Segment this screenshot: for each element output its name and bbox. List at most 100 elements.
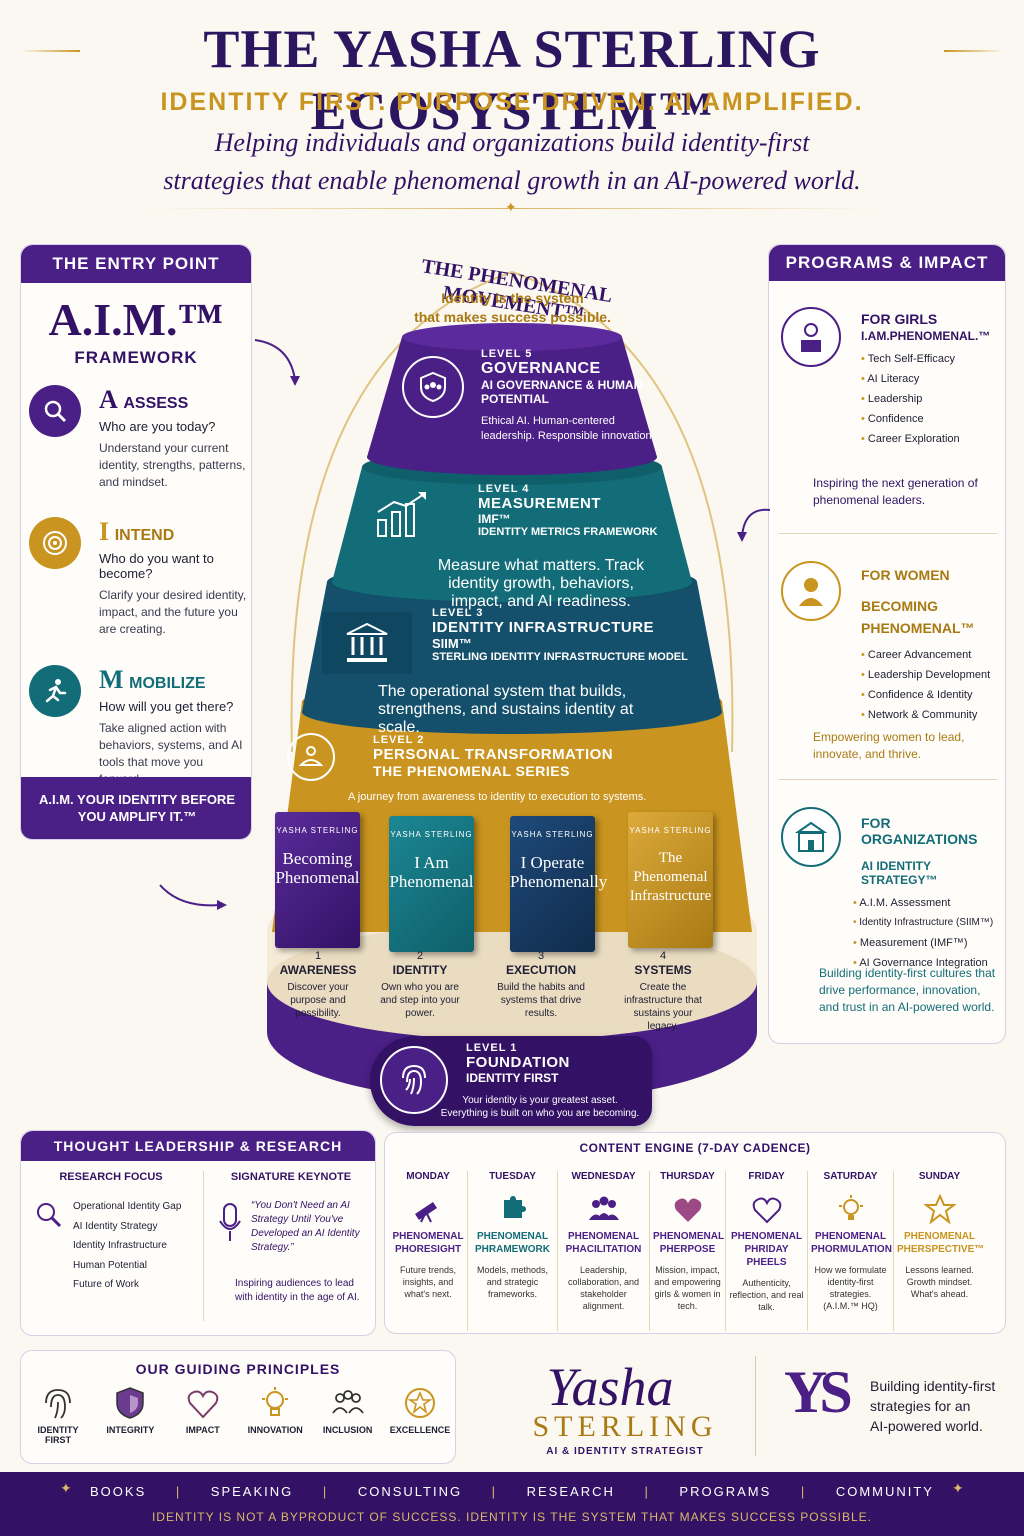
foundation-desc: Your identity is your greatest asset. Ev… <box>430 1094 650 1120</box>
level-desc: Measure what matters. Track identity gro… <box>437 557 645 610</box>
divider <box>203 1171 204 1321</box>
principle-label: IDENTITY FIRST <box>37 1425 79 1445</box>
content-engine-heading: CONTENT ENGINE (7-DAY CADENCE) <box>579 1141 811 1155</box>
level-subtitle-full: STERLING IDENTITY INFRASTRUCTURE MODEL <box>432 651 688 663</box>
step-label: SYSTEMS <box>634 963 692 977</box>
footer-nav: BOOKS|SPEAKING|CONSULTING|RESEARCH|PROGR… <box>90 1484 934 1499</box>
day-name: SUNDAY <box>918 1171 961 1182</box>
program-foot: Empowering women to lead, innovate, and … <box>813 730 965 761</box>
arrow-icon <box>159 884 227 910</box>
divider <box>779 779 997 780</box>
keynote-foot: Inspiring audiences to lead with identit… <box>235 1278 360 1303</box>
level-subtitle: AI GOVERNANCE & HUMAN POTENTIAL <box>481 378 643 406</box>
level-3-infrastructure: LEVEL 3 IDENTITY INFRASTRUCTURE SIIM™ ST… <box>432 607 722 663</box>
nav-separator: | <box>644 1484 650 1499</box>
principle-integrity: INTEGRITY <box>99 1385 161 1445</box>
aim-letter: A <box>99 385 118 414</box>
aim-word: MOBILIZE <box>129 675 206 692</box>
level-number: LEVEL 3 <box>432 607 484 619</box>
program-audience: FOR ORGANIZATIONS <box>861 815 978 847</box>
brand-script: Yasha <box>546 1357 674 1417</box>
aim-letter: M <box>99 665 124 694</box>
star-icon <box>897 1193 982 1228</box>
principles-list: IDENTITY FIRST INTEGRITY IMPACT INNOVATI… <box>27 1385 451 1445</box>
level-number: LEVEL 2 <box>373 734 425 746</box>
aim-intend: I INTEND Who do you want to become? Clar… <box>29 517 249 638</box>
principle-identity-first: IDENTITY FIRST <box>27 1385 89 1445</box>
list-item: Leadership <box>861 389 1001 409</box>
day-theme: PHENOMENAL PHRAMEWORK <box>475 1231 550 1255</box>
principles-panel: OUR GUIDING PRINCIPLES IDENTITY FIRST IN… <box>20 1350 456 1464</box>
level-5-governance: LEVEL 5 GOVERNANCE AI GOVERNANCE & HUMAN… <box>481 348 661 444</box>
movement-subtitle-line-2: that makes success possible. <box>414 309 611 325</box>
level-desc: The operational system that builds, stre… <box>378 683 634 736</box>
heart-icon <box>187 1390 219 1419</box>
principle-inclusion: INCLUSION <box>317 1385 379 1445</box>
mission-statement: Helping individuals and organizations bu… <box>80 124 944 200</box>
aim-question: How will you get there? <box>99 699 234 714</box>
program-audience: FOR GIRLS <box>861 311 938 327</box>
signature-keynote: SIGNATURE KEYNOTE “You Don't Need an AI … <box>211 1171 371 1303</box>
book-step-systems: 4 SYSTEMS Create the infrastructure that… <box>618 950 708 1033</box>
list-item: Future of Work <box>73 1279 139 1290</box>
day-desc: Authenticity, reflection, and real talk. <box>729 1278 804 1312</box>
brand-tagline-line-3: AI-powered world. <box>870 1418 983 1434</box>
nav-separator: | <box>322 1484 329 1499</box>
step-desc: Build the habits and systems that drive … <box>497 982 585 1019</box>
nav-link-consulting[interactable]: CONSULTING <box>357 1484 463 1499</box>
sparkle-icon: ✦ <box>952 1480 964 1496</box>
page-title: THE YASHA STERLING ECOSYSTEM™ <box>203 19 821 141</box>
book-i-am-phenomenal[interactable]: YASHA STERLING I Am Phenomenal <box>389 816 474 952</box>
day-desc: Leadership, collaboration, and stakehold… <box>567 1265 640 1311</box>
list-item: AI Governance Integration <box>853 953 1003 973</box>
nav-link-community[interactable]: COMMUNITY <box>835 1484 934 1499</box>
book-author: YASHA STERLING <box>629 826 712 835</box>
nav-link-programs[interactable]: PROGRAMS <box>679 1484 772 1499</box>
foundation-desc-line-2: Everything is built on who you are becom… <box>440 1108 640 1119</box>
nav-link-research[interactable]: RESEARCH <box>526 1484 615 1499</box>
programs-panel: PROGRAMS & IMPACT FOR GIRLS I.AM.PHENOME… <box>768 244 1006 1044</box>
book-phenomenal-infrastructure[interactable]: YASHA STERLING The Phenomenal Infrastruc… <box>628 812 713 948</box>
level-title: GOVERNANCE <box>481 360 601 377</box>
day-theme: PHENOMENAL PHORESIGHT <box>392 1231 464 1255</box>
principle-innovation: INNOVATION <box>244 1385 306 1445</box>
research-panel: THOUGHT LEADERSHIP & RESEARCH RESEARCH F… <box>20 1130 376 1336</box>
research-focus: RESEARCH FOCUS Operational Identity Gap … <box>21 1171 201 1290</box>
magnifier-icon <box>35 1201 63 1234</box>
day-desc: Mission, impact, and empowering girls & … <box>654 1265 721 1311</box>
principle-label: INNOVATION <box>247 1425 303 1435</box>
list-item: Operational Identity Gap <box>73 1201 182 1212</box>
nav-link-books[interactable]: BOOKS <box>90 1484 147 1499</box>
sparkle-icon: ✦ <box>60 1480 72 1496</box>
book-title: The Phenomenal Infrastructure <box>629 850 712 904</box>
magnifier-icon <box>29 385 81 437</box>
book-becoming-phenomenal[interactable]: YASHA STERLING Becoming Phenomenal <box>275 812 360 948</box>
book-author: YASHA STERLING <box>511 830 594 839</box>
mission-line-2: strategies that enable phenomenal growth… <box>163 166 861 195</box>
day-theme: PHENOMENAL PHERPOSE <box>653 1231 725 1255</box>
shield-icon <box>116 1387 145 1419</box>
list-item: Confidence & Identity <box>861 685 1003 705</box>
building-icon <box>781 807 841 867</box>
list-item: AI Literacy <box>861 369 1001 389</box>
fingerprint-icon <box>380 1046 448 1114</box>
step-label: IDENTITY <box>392 963 448 977</box>
level-subtitle: IDENTITY FIRST <box>466 1071 559 1085</box>
header-divider <box>150 208 874 209</box>
step-desc: Own who you are and step into your power… <box>380 982 460 1019</box>
principles-heading: OUR GUIDING PRINCIPLES <box>135 1361 341 1377</box>
header-rule-left <box>20 50 80 52</box>
book-i-operate-phenomenally[interactable]: YASHA STERLING I Operate Phenomenally <box>510 816 607 952</box>
telescope-icon <box>392 1194 464 1228</box>
institution-icon <box>322 612 412 674</box>
nav-link-speaking[interactable]: SPEAKING <box>210 1484 294 1499</box>
aim-footer: A.I.M. YOUR IDENTITY BEFORE YOU AMPLIFY … <box>21 777 251 839</box>
aim-subtitle: FRAMEWORK <box>74 348 198 367</box>
book-step-identity: 2 IDENTITY Own who you are and step into… <box>380 950 460 1020</box>
nav-separator: | <box>491 1484 498 1499</box>
